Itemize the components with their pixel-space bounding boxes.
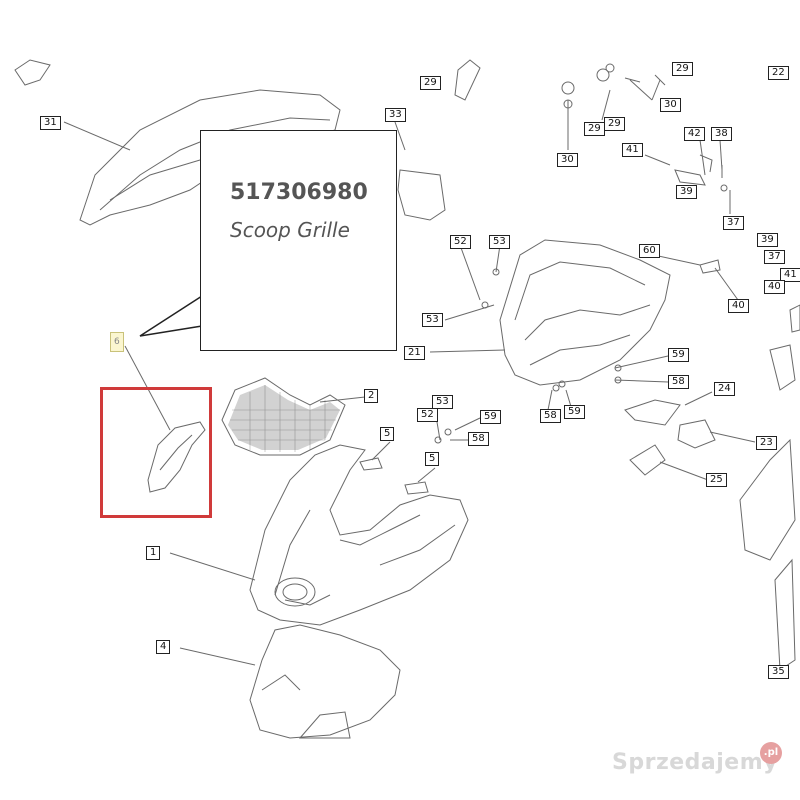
label-59[interactable]: 59 — [668, 348, 689, 362]
label-35[interactable]: 35 — [768, 665, 789, 679]
label-53[interactable]: 53 — [432, 395, 453, 409]
part-number: 517306980 — [230, 180, 368, 205]
label-5[interactable]: 5 — [380, 427, 395, 441]
label-21[interactable]: 21 — [404, 346, 425, 360]
label-29[interactable]: 29 — [584, 122, 605, 136]
label-33[interactable]: 33 — [385, 108, 406, 122]
label-41[interactable]: 41 — [622, 143, 643, 157]
label-60[interactable]: 60 — [639, 244, 660, 258]
label-39[interactable]: 39 — [757, 233, 778, 247]
label-6-highlighted[interactable]: 6 — [110, 332, 124, 352]
label-52[interactable]: 52 — [417, 408, 438, 422]
label-58[interactable]: 58 — [668, 375, 689, 389]
label-25[interactable]: 25 — [706, 473, 727, 487]
label-58[interactable]: 58 — [468, 432, 489, 446]
label-22[interactable]: 22 — [768, 66, 789, 80]
label-37[interactable]: 37 — [764, 250, 785, 264]
label-2[interactable]: 2 — [364, 389, 379, 403]
label-31[interactable]: 31 — [40, 116, 61, 130]
label-29[interactable]: 29 — [604, 117, 625, 131]
label-29[interactable]: 29 — [420, 76, 441, 90]
label-5[interactable]: 5 — [425, 452, 440, 466]
label-37[interactable]: 37 — [723, 216, 744, 230]
label-23[interactable]: 23 — [756, 436, 777, 450]
label-24[interactable]: 24 — [714, 382, 735, 396]
watermark-text: Sprzedajemy — [612, 750, 778, 775]
label-42[interactable]: 42 — [684, 127, 705, 141]
part-name: Scoop Grille — [230, 218, 350, 242]
label-4[interactable]: 4 — [156, 640, 171, 654]
label-59[interactable]: 59 — [480, 410, 501, 424]
label-40[interactable]: 40 — [728, 299, 749, 313]
highlighted-part-frame — [100, 387, 212, 518]
label-30[interactable]: 30 — [660, 98, 681, 112]
label-29[interactable]: 29 — [672, 62, 693, 76]
callout-box — [200, 130, 397, 351]
label-40[interactable]: 40 — [764, 280, 785, 294]
label-53[interactable]: 53 — [489, 235, 510, 249]
part-callout: 517306980 Scoop Grille — [200, 130, 397, 351]
label-1[interactable]: 1 — [146, 546, 161, 560]
watermark-badge: .pl — [760, 742, 782, 764]
label-59[interactable]: 59 — [564, 405, 585, 419]
label-58[interactable]: 58 — [540, 409, 561, 423]
label-53[interactable]: 53 — [422, 313, 443, 327]
label-30[interactable]: 30 — [557, 153, 578, 167]
label-39[interactable]: 39 — [676, 185, 697, 199]
label-52[interactable]: 52 — [450, 235, 471, 249]
label-38[interactable]: 38 — [711, 127, 732, 141]
